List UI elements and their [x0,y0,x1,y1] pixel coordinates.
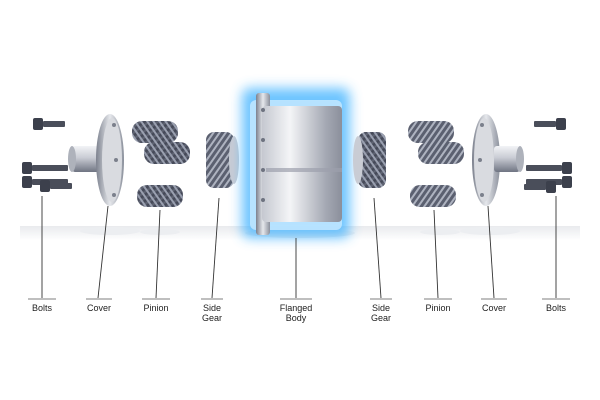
label-bolts-right: Bolts [545,303,567,313]
label-cover-right: Cover [481,303,507,313]
label-cover-left: Cover [86,303,112,313]
cover-left [68,114,124,206]
cover-right [472,114,524,206]
side-gear-right [353,132,386,188]
label-pinion-left: Pinion [143,303,169,313]
pinion-left [132,121,190,207]
side-gear-left [206,132,239,188]
flanged-body [242,88,350,238]
label-side-gear-right: Side Gear [370,303,392,323]
label-pinion-right: Pinion [425,303,451,313]
label-side-gear-left: Side Gear [201,303,223,323]
leader-lines [41,196,557,299]
bolts-left [22,118,72,192]
pinion-right [408,121,464,207]
label-flanged-body: Flanged Body [279,303,313,323]
bolts-right [524,118,572,193]
label-bolts-left: Bolts [31,303,53,313]
